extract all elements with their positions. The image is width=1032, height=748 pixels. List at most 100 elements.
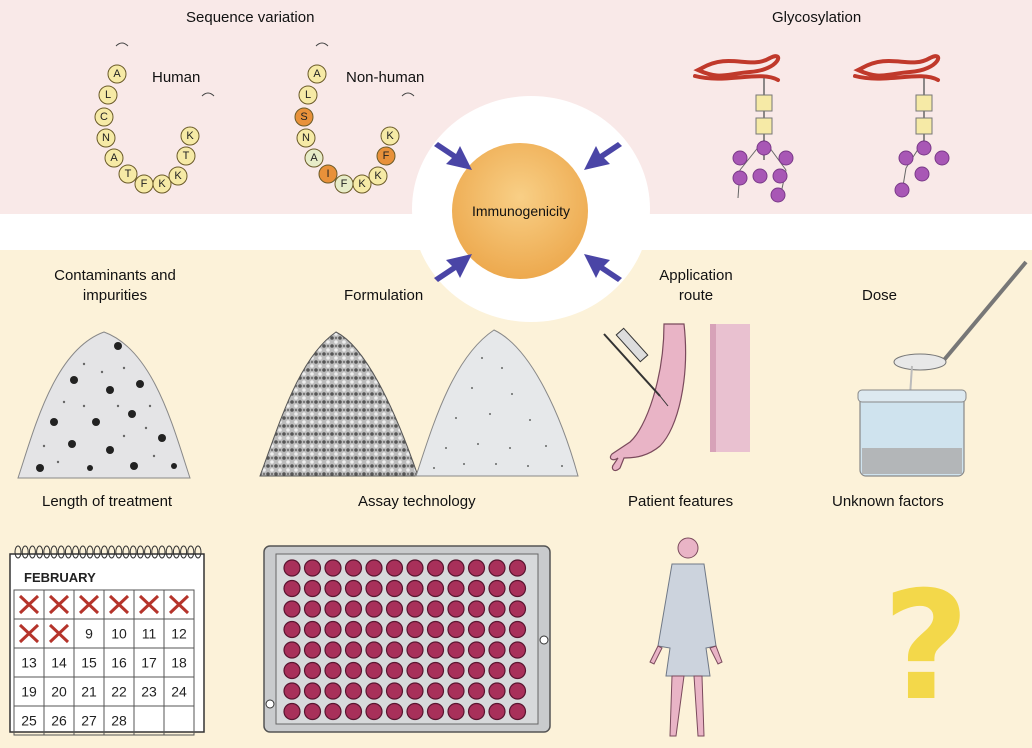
calendar-day: 13	[21, 655, 37, 671]
assay-well	[508, 641, 527, 659]
svg-text:?: ?	[882, 560, 969, 734]
assay-well	[406, 702, 424, 721]
human-bead-letter: K	[158, 178, 166, 190]
assay-well	[385, 579, 404, 598]
assay-well	[447, 641, 465, 659]
human-bead	[118, 164, 138, 184]
assay-well	[447, 600, 465, 618]
length-of-treatment-label: Length of treatment	[42, 493, 173, 510]
assay-well	[406, 641, 424, 659]
assay-well	[508, 620, 527, 639]
calendar-day: 22	[111, 684, 127, 700]
human-bead	[152, 174, 172, 194]
non-human-bead	[294, 107, 314, 127]
assay-well	[303, 641, 322, 659]
assay-well	[447, 620, 465, 639]
human-bead-letter: C	[100, 111, 108, 123]
assay-well	[467, 600, 486, 618]
assay-well	[426, 579, 445, 598]
calendar-day: 18	[171, 655, 187, 671]
glycosylation-label: Glycosylation	[772, 9, 862, 26]
assay-well	[344, 559, 363, 577]
assay-well	[467, 702, 486, 721]
calendar-day: 16	[111, 655, 127, 671]
assay-well	[324, 600, 342, 618]
calendar-day: 26	[51, 713, 67, 729]
non-human-bead-letter: K	[374, 170, 382, 182]
assay-well	[344, 661, 363, 680]
crossed-day-icon	[78, 594, 100, 615]
assay-well	[488, 702, 506, 721]
assay-well	[283, 702, 301, 721]
assay-well	[283, 682, 301, 700]
assay-well	[426, 620, 445, 639]
assay-well	[365, 702, 383, 721]
human-bead-letter: L	[105, 89, 111, 101]
immunogenicity-label: Immunogenicity	[471, 203, 571, 219]
assay-well	[344, 702, 363, 721]
assay-well	[508, 579, 527, 598]
assay-well	[467, 661, 486, 680]
crossed-day-icon	[168, 594, 190, 615]
sequence-variation-label: Sequence variation	[186, 9, 315, 26]
patient-features-label: Patient features	[628, 493, 734, 510]
calendar-day: 27	[81, 713, 97, 729]
assay-well	[467, 641, 486, 659]
non-human-bead-letter: S	[300, 111, 307, 123]
contaminants-label: Contaminants and impurities	[54, 267, 176, 304]
assay-well	[324, 559, 342, 577]
assay-well	[324, 641, 342, 659]
calendar-binding	[14, 545, 202, 559]
human-bead	[94, 107, 114, 127]
human-bead-letter: K	[186, 130, 194, 142]
assay-well	[385, 661, 404, 680]
assay-well	[385, 702, 404, 721]
assay-well	[426, 661, 445, 680]
calendar-day: 20	[51, 684, 67, 700]
formulation-aggregate-pile	[259, 331, 419, 477]
contaminants-pile	[17, 331, 191, 479]
assay-well	[324, 620, 342, 639]
calendar-day: 11	[142, 626, 157, 642]
non-human-bead	[368, 166, 388, 186]
assay-well	[426, 682, 445, 700]
assay-well	[365, 661, 383, 680]
calendar-day: 12	[171, 626, 187, 642]
assay-well	[283, 661, 301, 680]
assay-well	[488, 661, 506, 680]
assay-well	[426, 702, 445, 721]
calendar-day: 28	[111, 713, 127, 729]
assay-well	[303, 682, 322, 700]
assay-well	[467, 579, 486, 598]
assay-well	[344, 620, 363, 639]
human-bead	[96, 128, 116, 148]
assay-well	[426, 641, 445, 659]
glycan-structure-1	[693, 54, 794, 203]
assay-well	[406, 579, 424, 598]
non-human-bead-letter: K	[386, 130, 394, 142]
formulation-fine-pile	[415, 329, 579, 477]
assay-well	[488, 559, 506, 577]
assay-well	[283, 620, 301, 639]
calendar-day: 23	[141, 684, 157, 700]
injection-arm	[603, 323, 750, 472]
crossed-day-icon	[18, 594, 40, 615]
assay-well	[385, 600, 404, 618]
assay-well	[303, 661, 322, 680]
assay-well	[467, 620, 486, 639]
calendar-day: 21	[81, 684, 97, 700]
human-bead	[98, 85, 118, 105]
human-bead-letter: K	[174, 170, 182, 182]
non-human-bead-letter: A	[310, 152, 318, 164]
assay-well	[467, 682, 486, 700]
human-bead	[107, 64, 127, 84]
assay-well	[406, 600, 424, 618]
non-human-bead	[352, 174, 372, 194]
crossed-day-icon	[108, 594, 130, 615]
non-human-label: Non-human	[346, 69, 425, 86]
assay-well	[365, 641, 383, 659]
crossed-day-icon	[48, 623, 70, 644]
crossed-day-icon	[48, 594, 70, 615]
assay-well	[447, 559, 465, 577]
